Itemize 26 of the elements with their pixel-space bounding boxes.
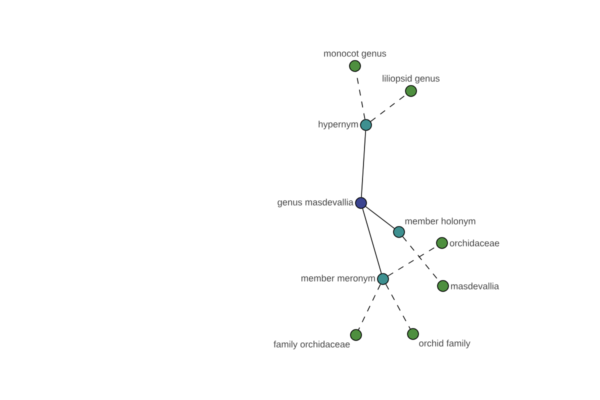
node-label: masdevallia — [451, 282, 500, 290]
connector-line — [362, 208, 382, 274]
relation-node: hypernym — [318, 119, 372, 131]
term-node: masdevallia — [437, 280, 500, 292]
connector-line — [385, 284, 411, 330]
node-label: hypernym — [318, 120, 358, 130]
term-node: orchidaceae — [436, 237, 500, 249]
node-label: orchid family — [419, 340, 470, 348]
term-node: orchid family — [407, 328, 470, 348]
node-label: family orchidaceae — [274, 340, 350, 350]
relation-node: member holonym — [393, 218, 476, 238]
root-node: genus masdevallia — [278, 197, 367, 209]
connector-line — [358, 284, 381, 330]
relation-node: member meronym — [301, 273, 389, 285]
node-label: member holonym — [405, 218, 476, 226]
term-node: family orchidaceae — [274, 329, 362, 350]
node-label: liliopsid genus — [382, 74, 440, 84]
node-label: genus masdevallia — [278, 198, 354, 208]
node-label: orchidaceae — [450, 240, 500, 246]
term-node: liliopsid genus — [382, 74, 440, 97]
node-label: monocot genus — [324, 50, 386, 58]
connector-line — [365, 206, 395, 229]
term-node: monocot genus — [324, 50, 386, 72]
connector-line — [360, 130, 366, 198]
node-label: member meronym — [301, 274, 375, 284]
connector-line — [370, 94, 407, 122]
